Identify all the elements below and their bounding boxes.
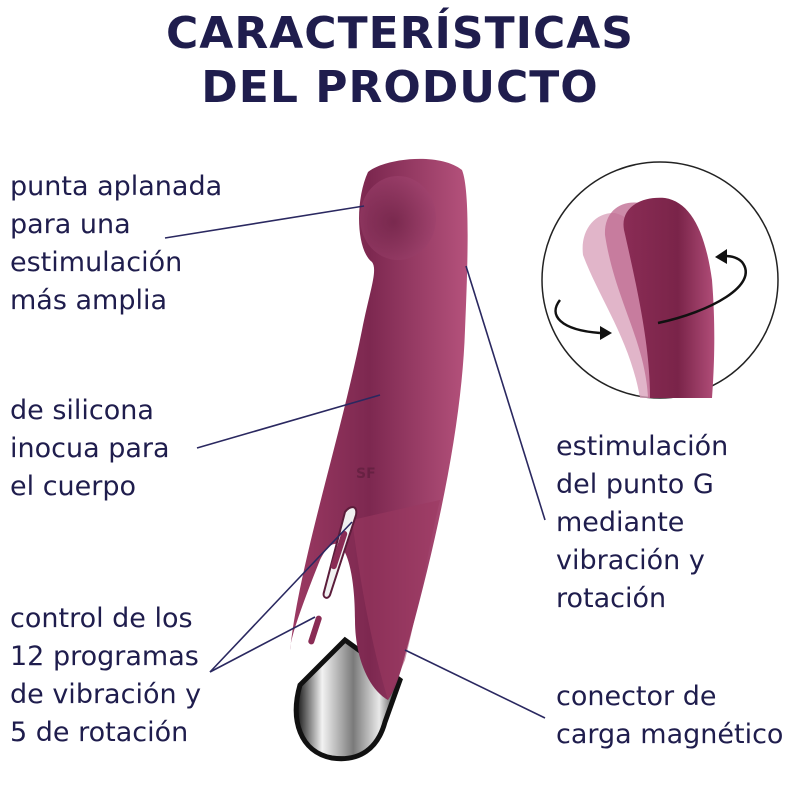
- feature-material-line: de silicona: [10, 395, 154, 426]
- feature-controls-line: 5 de rotación: [10, 717, 189, 748]
- rotation-inset: [541, 161, 779, 399]
- feature-tip-line: estimulación: [10, 247, 183, 278]
- feature-controls: control de los 12 programas de vibración…: [10, 600, 201, 752]
- feature-material-line: inocua para: [10, 433, 170, 464]
- feature-gspot-line: rotación: [556, 583, 667, 614]
- callout-controls-a: [209, 521, 353, 673]
- callout-material: [196, 394, 381, 449]
- feature-material-line: el cuerpo: [10, 471, 137, 502]
- feature-tip-line: más amplia: [10, 285, 168, 316]
- feature-charger-line: carga magnético: [556, 719, 784, 750]
- callout-gspot: [465, 265, 546, 521]
- feature-material: de silicona inocua para el cuerpo: [10, 392, 170, 506]
- feature-tip: punta aplanada para una estimulación más…: [10, 168, 222, 320]
- feature-controls-line: de vibración y: [10, 679, 202, 710]
- page-title-line2: DEL PRODUCTO: [201, 62, 599, 113]
- feature-controls-line: 12 programas: [10, 641, 199, 672]
- callout-lines: [164, 205, 546, 719]
- page-title-line1: CARACTERÍSTICAS: [166, 8, 634, 59]
- product-body: [290, 158, 468, 701]
- feature-gspot-line: mediante: [556, 507, 685, 538]
- control-buttons: [308, 506, 358, 645]
- feature-gspot-line: estimulación: [556, 431, 729, 462]
- brand-logo: SF: [356, 466, 376, 482]
- feature-charger-line: conector de: [556, 681, 717, 712]
- feature-gspot-line: del punto G: [556, 469, 714, 500]
- callout-tip: [164, 205, 365, 239]
- feature-tip-line: para una: [10, 209, 131, 240]
- feature-controls-line: control de los: [10, 603, 193, 634]
- callout-charger: [404, 649, 546, 719]
- feature-gspot: estimulación del punto G mediante vibrac…: [556, 428, 728, 618]
- feature-charger: conector de carga magnético: [556, 678, 783, 754]
- callout-controls-b: [209, 616, 316, 673]
- feature-gspot-line: vibración y: [556, 545, 705, 576]
- feature-tip-line: punta aplanada: [10, 171, 223, 202]
